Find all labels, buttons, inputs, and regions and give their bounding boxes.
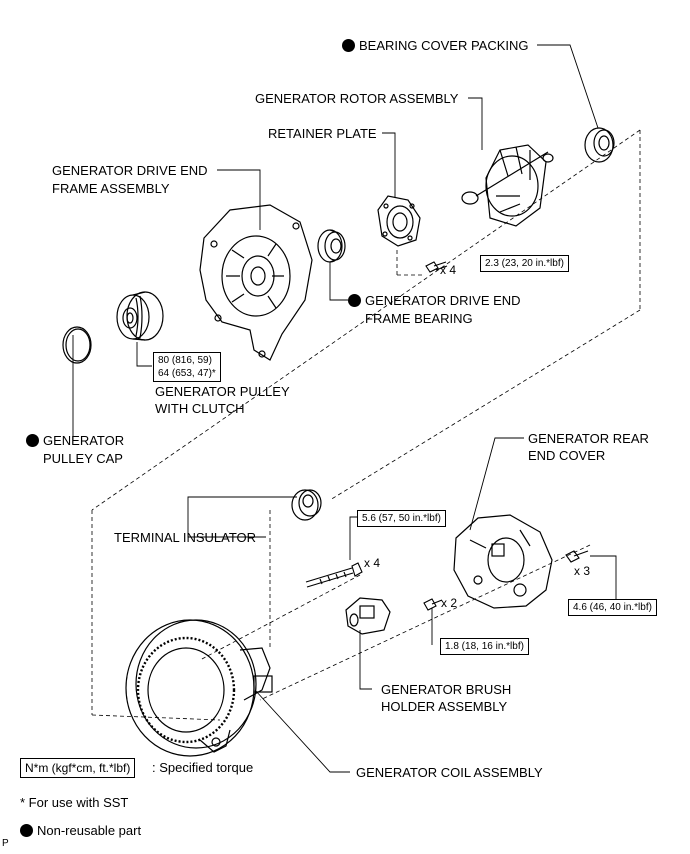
coil-assembly-drawing <box>125 619 273 757</box>
non-reusable-dot-icon <box>20 824 33 837</box>
torque-spec-pulley: 80 (816, 59) 64 (653, 47)* <box>153 352 221 382</box>
rotor-assembly-drawing <box>461 144 554 227</box>
rear-end-cover-label-line2: END COVER <box>528 448 606 463</box>
assembly-axis-lines <box>91 129 641 721</box>
qty-rear-cover-nuts: x 3 <box>574 564 591 578</box>
drive-end-frame-label-line1: GENERATOR DRIVE END <box>52 163 208 178</box>
sst-note: * For use with SST <box>20 795 129 810</box>
pulley-cap-label-line2: PULLEY CAP <box>43 451 123 466</box>
rear-end-cover-drawing <box>453 514 553 609</box>
retainer-plate-drawing <box>377 195 421 247</box>
drive-end-bearing-label-line2: FRAME BEARING <box>365 311 473 326</box>
pulley-cap-label-line1: GENERATOR <box>26 433 124 449</box>
legend-nonreusable: Non-reusable part <box>20 823 141 838</box>
retainer-bolt-drawing <box>425 261 448 273</box>
legend-torque-text: : Specified torque <box>152 760 254 775</box>
non-reusable-dot-icon <box>348 294 361 307</box>
brush-holder-drawing <box>345 597 391 635</box>
non-reusable-dot-icon <box>26 434 39 447</box>
through-bolt-drawing <box>305 562 363 588</box>
rear-end-cover-label-line1: GENERATOR REAR <box>528 431 649 446</box>
torque-spec-through-bolts: 5.6 (57, 50 in.*lbf) <box>357 510 446 527</box>
rotor-assembly-label: GENERATOR ROTOR ASSEMBLY <box>255 91 459 106</box>
qty-brush-holder-screws: x 2 <box>441 596 458 610</box>
brush-holder-label-line2: HOLDER ASSEMBLY <box>381 699 508 714</box>
pulley-label-line1: GENERATOR PULLEY <box>155 384 290 399</box>
coil-assembly-label: GENERATOR COIL ASSEMBLY <box>356 765 543 780</box>
brush-holder-label-line1: GENERATOR BRUSH <box>381 682 512 697</box>
drive-end-bearing-drawing <box>317 229 346 263</box>
bearing-cover-packing-label: BEARING COVER PACKING <box>342 38 529 54</box>
qty-retainer-bolts: x 4 <box>440 263 457 277</box>
torque-spec-rear-cover-nuts: 4.6 (46, 40 in.*lbf) <box>568 599 657 616</box>
legend-torque-box: N*m (kgf*cm, ft.*lbf) <box>20 758 136 778</box>
terminal-insulator-drawing <box>291 489 322 521</box>
bearing-cover-packing-drawing <box>584 127 615 163</box>
drive-end-frame-drawing <box>199 204 313 361</box>
pulley-cap-drawing <box>62 326 92 364</box>
brush-holder-screw-drawing <box>423 598 443 611</box>
torque-spec-retainer-bolts: 2.3 (23, 20 in.*lbf) <box>480 255 569 272</box>
qty-through-bolts: x 4 <box>364 556 381 570</box>
terminal-insulator-label: TERMINAL INSULATOR <box>114 530 257 545</box>
torque-spec-pulley-line1: 80 (816, 59) <box>158 355 212 366</box>
corner-mark: P <box>2 838 9 849</box>
non-reusable-dot-icon <box>342 39 355 52</box>
drive-end-frame-label-line2: FRAME ASSEMBLY <box>52 181 170 196</box>
drive-end-bearing-label-line1: GENERATOR DRIVE END <box>348 293 521 309</box>
rear-cover-bolt-drawing <box>565 550 589 563</box>
torque-spec-brush-holder-screws: 1.8 (18, 16 in.*lbf) <box>440 638 529 655</box>
retainer-plate-label: RETAINER PLATE <box>268 126 377 141</box>
pulley-drawing <box>116 291 164 341</box>
leader-lines <box>72 44 617 773</box>
pulley-label-line2: WITH CLUTCH <box>155 401 245 416</box>
torque-spec-pulley-line2: 64 (653, 47)* <box>158 368 216 379</box>
